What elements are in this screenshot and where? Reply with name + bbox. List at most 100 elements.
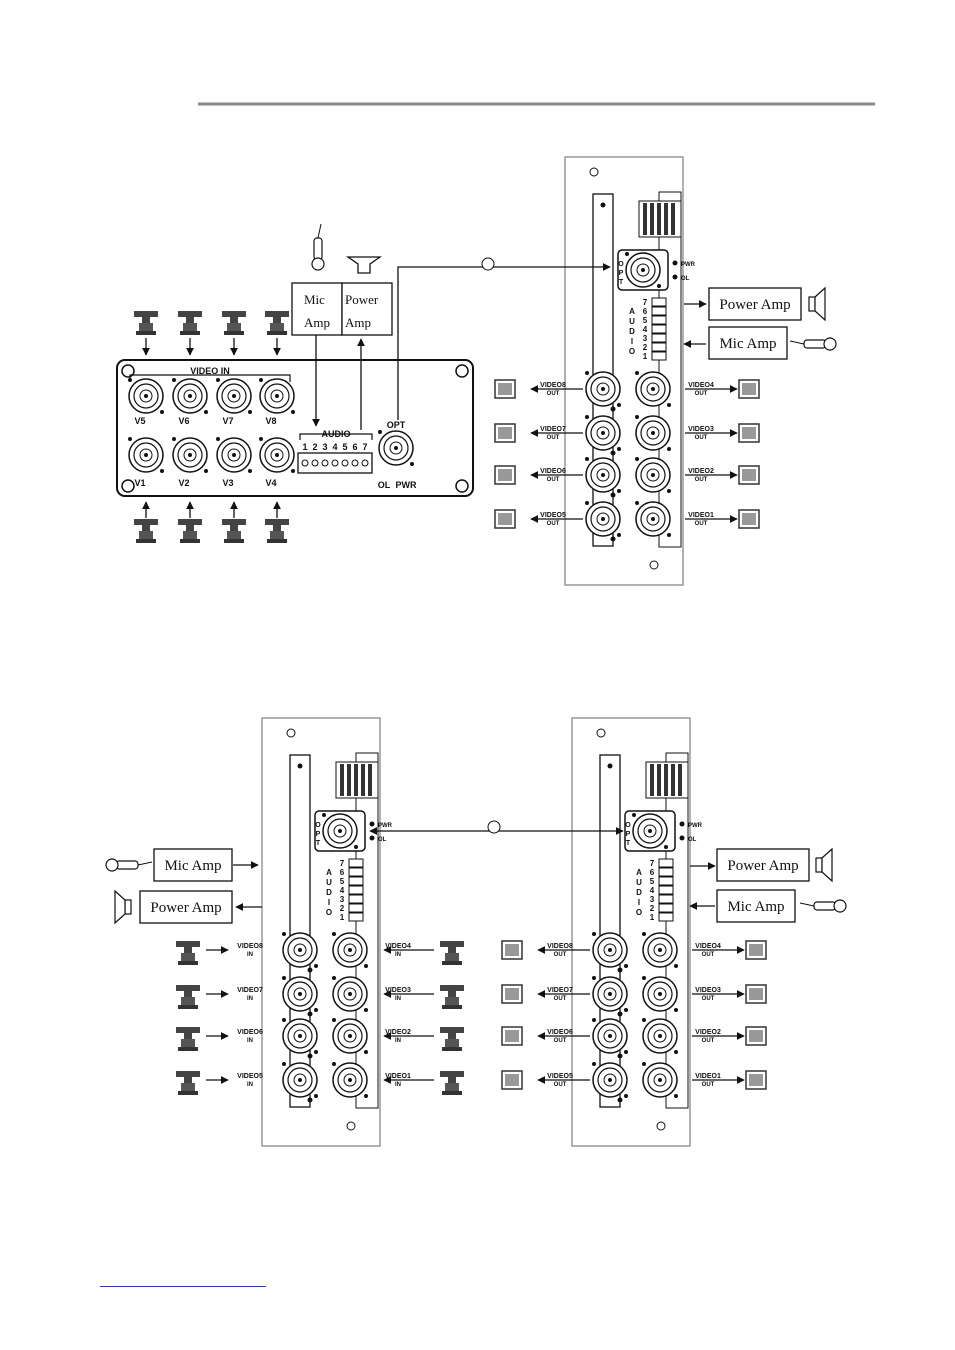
pwr-label: PWR	[396, 480, 417, 490]
heatsink-fin	[650, 764, 654, 796]
audio-terminal	[348, 867, 364, 877]
card-hole	[596, 728, 606, 738]
video-label-left: VIDEO7	[540, 426, 566, 433]
speaker-icon	[808, 287, 826, 321]
audio-number: 4	[332, 442, 337, 452]
audio-letter: D	[636, 888, 642, 897]
monitor-icon	[745, 1070, 767, 1090]
card-rail-right	[658, 191, 682, 548]
video-sub-label: OUT	[702, 996, 715, 1002]
audio-letter: I	[631, 337, 633, 346]
rail-dot	[610, 536, 616, 542]
card-hole	[346, 1121, 356, 1131]
footer-link-underline[interactable]	[100, 1272, 266, 1287]
pwr-label: PWR	[688, 823, 703, 829]
rail-dot	[607, 763, 613, 769]
audio-number: 7	[650, 859, 655, 868]
heatsink-fin	[657, 764, 661, 796]
power-amp-label: Power	[345, 292, 379, 307]
camera-icon	[176, 1071, 200, 1095]
monitor-icon	[745, 940, 767, 960]
audio-number: 5	[650, 877, 655, 886]
audio-letter: D	[629, 327, 635, 336]
monitor-icon	[738, 465, 760, 485]
video-sub-label: IN	[247, 952, 253, 958]
camera-icon	[440, 941, 464, 965]
card-rail-right	[355, 752, 379, 1109]
card-rail	[599, 754, 621, 1108]
audio-terminal	[348, 912, 364, 922]
video-sub-label: IN	[395, 1038, 401, 1044]
video-label-left: VIDEO6	[540, 468, 566, 475]
camera-icon	[176, 1027, 200, 1051]
audio-letter: A	[326, 868, 332, 877]
audio-letter: D	[326, 888, 332, 897]
mic-amp-label: Amp	[304, 315, 330, 330]
audio-letter: A	[636, 868, 642, 877]
input-label-bottom: V2	[178, 478, 189, 488]
video-label-right: VIDEO3	[688, 426, 714, 433]
heatsink-fin	[347, 764, 351, 796]
rail-dot	[600, 202, 606, 208]
audio-terminal	[651, 351, 667, 361]
audio-terminal	[651, 297, 667, 307]
microphone-icon	[105, 858, 153, 872]
heatsink-fin	[368, 764, 372, 796]
pwr-led	[679, 821, 685, 827]
input-label-top: V5	[134, 416, 145, 426]
video-sub-label: OUT	[554, 1082, 567, 1088]
camera-icon	[176, 941, 200, 965]
desktop-chassis	[116, 359, 474, 497]
video-sub-label: OUT	[547, 391, 560, 397]
audio-terminal	[348, 858, 364, 868]
audio-number: 6	[643, 307, 648, 316]
input-label-bottom: V1	[134, 478, 145, 488]
mic-amp-box	[708, 326, 788, 360]
mic-amp-box	[291, 282, 343, 336]
input-label-bottom: V3	[222, 478, 233, 488]
heatsink	[335, 761, 379, 799]
audio-number: 1	[302, 442, 307, 452]
video-sub-label: OUT	[695, 435, 708, 441]
audio-number: 1	[650, 913, 655, 922]
mount-screw	[121, 364, 135, 378]
video-sub-label: OUT	[554, 1038, 567, 1044]
monitor-icon	[745, 984, 767, 1004]
audio-letter: U	[636, 878, 642, 887]
audio-letter: O	[629, 347, 635, 356]
video-label-left: VIDEO7	[547, 987, 573, 994]
rack-card-b: OPTPWROLAUDIO7654321VIDEO8INVIDEO4INVIDE…	[176, 717, 464, 1147]
speaker-icon	[815, 848, 833, 882]
audio-letter: I	[328, 898, 330, 907]
rail-dot	[307, 1097, 313, 1103]
video-sub-label: OUT	[554, 996, 567, 1002]
audio-terminal	[348, 885, 364, 895]
rack-cards: OPTPWROLAUDIO7654321VIDEO8OUTVIDEO4OUTVI…	[176, 156, 767, 1147]
rail-dot	[617, 967, 623, 973]
monitor-icon	[745, 1026, 767, 1046]
ol-led	[679, 835, 685, 841]
video-label-left: VIDEO5	[540, 512, 566, 519]
audio-letter: O	[636, 908, 642, 917]
audio-number: 6	[352, 442, 357, 452]
heatsink-fin	[650, 203, 654, 235]
camera-icon	[176, 985, 200, 1009]
video-label-left: VIDEO8	[540, 382, 566, 389]
video-label-right: VIDEO1	[385, 1073, 411, 1080]
audio-letter: O	[326, 908, 332, 917]
opt-letter: T	[619, 279, 624, 286]
pwr-label: PWR	[681, 262, 696, 268]
audio-number: 6	[340, 868, 345, 877]
video-sub-label: IN	[395, 996, 401, 1002]
audio-number: 1	[340, 913, 345, 922]
audio-letter: I	[638, 898, 640, 907]
audio-number: 7	[340, 859, 345, 868]
card-hole	[589, 167, 599, 177]
audio-number: 4	[643, 325, 648, 334]
audio-number: 3	[322, 442, 327, 452]
heatsink	[645, 761, 689, 799]
audio-terminal	[331, 459, 339, 467]
video-label-left: VIDEO8	[237, 943, 263, 950]
audio-terminal	[658, 885, 674, 895]
rail-dot	[610, 450, 616, 456]
